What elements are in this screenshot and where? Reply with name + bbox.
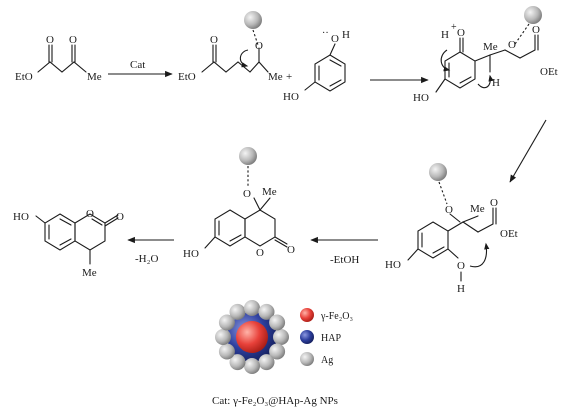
int2-ho: HO bbox=[413, 92, 429, 104]
lone-pair: ·· bbox=[322, 28, 329, 39]
legend-ag-swatch bbox=[300, 352, 314, 366]
int3-oet: OEt bbox=[500, 228, 518, 240]
int2-plus: + bbox=[451, 22, 457, 33]
intermediate-4: O Me O O HO bbox=[183, 147, 295, 260]
step-etoh-arrow: -EtOH bbox=[310, 236, 378, 266]
ag-sphere bbox=[244, 358, 260, 374]
ag-sphere bbox=[244, 300, 260, 316]
legend-ag-label: Ag bbox=[321, 355, 333, 366]
product-ho: HO bbox=[13, 211, 29, 223]
complex-o-1: O bbox=[210, 34, 218, 46]
complex-o-2: O bbox=[255, 40, 263, 52]
int2-o: O bbox=[457, 27, 465, 39]
ag-nanoparticle-4 bbox=[239, 147, 257, 165]
resorcinol-ho-label: HO bbox=[283, 91, 299, 103]
resorcinol: O H ·· HO bbox=[283, 28, 350, 103]
int2-h-plus-h: H bbox=[441, 29, 449, 41]
product-carbonyl-o: O bbox=[116, 211, 124, 223]
step-etoh-label: -EtOH bbox=[330, 254, 359, 266]
ag-sphere bbox=[269, 343, 286, 360]
int4-ether-o: O bbox=[243, 188, 251, 200]
step3-arrow bbox=[509, 119, 547, 183]
int2-h: H bbox=[492, 77, 500, 89]
int4-carbonyl-o: O bbox=[287, 244, 295, 256]
reactant-me-label: Me bbox=[87, 71, 102, 83]
complex-me-label: Me bbox=[268, 71, 283, 83]
ag-sphere bbox=[258, 354, 275, 371]
int4-me: Me bbox=[262, 186, 277, 198]
int4-ring-o: O bbox=[256, 247, 264, 259]
product-me: Me bbox=[82, 267, 97, 279]
int3-oh-o: O bbox=[457, 260, 465, 272]
legend-hap-label: HAP bbox=[321, 333, 341, 344]
legend-hap-swatch bbox=[300, 330, 314, 344]
carbonyl-o-1: O bbox=[46, 34, 54, 46]
int2-me: Me bbox=[483, 41, 498, 53]
resorcinol-oh-o: O bbox=[331, 33, 339, 45]
ag-nanoparticle-2 bbox=[524, 6, 542, 24]
int3-me: Me bbox=[470, 203, 485, 215]
step1-arrow-label: Cat bbox=[130, 59, 145, 71]
ag-shell bbox=[215, 300, 289, 374]
step-h2o-label: -H₂O bbox=[135, 253, 158, 265]
int3-ether-o: O bbox=[445, 204, 453, 216]
complex-eto-label: EtO bbox=[178, 71, 196, 83]
legend-fe2o3-swatch bbox=[300, 308, 314, 322]
product-coumarin: O O Me HO bbox=[13, 208, 124, 279]
legend-fe2o3-label: γ-Fe₂O₃ bbox=[320, 311, 353, 322]
ag-sphere bbox=[258, 303, 275, 320]
ethyl-acetoacetate: O O EtO Me bbox=[15, 34, 102, 83]
step1-arrow: Cat bbox=[108, 59, 173, 78]
catalyst-caption: Cat: γ-Fe₂O₃@HAp-Ag NPs bbox=[212, 395, 338, 407]
int2-ether-o: O bbox=[508, 39, 516, 51]
int2-ester-o: O bbox=[532, 24, 540, 36]
legend: γ-Fe₂O₃ HAP Ag bbox=[300, 308, 353, 366]
catalyst-nanoparticle bbox=[215, 300, 289, 374]
fe2o3-core bbox=[236, 321, 268, 353]
ag-sphere bbox=[218, 314, 235, 331]
plus-sign: + bbox=[286, 71, 292, 83]
intermediate-2: O H + O O Me OEt HO H bbox=[413, 6, 558, 104]
step-h2o-arrow: -H₂O bbox=[127, 236, 174, 265]
ag-sphere bbox=[229, 303, 246, 320]
int2-oet: OEt bbox=[540, 66, 558, 78]
ag-sphere bbox=[269, 314, 286, 331]
ag-sphere bbox=[218, 343, 235, 360]
ag-nanoparticle-3 bbox=[429, 163, 447, 181]
reactant-eto-label: EtO bbox=[15, 71, 33, 83]
activated-complex: O O EtO Me bbox=[178, 11, 283, 83]
carbonyl-o-2: O bbox=[69, 34, 77, 46]
product-ring-o: O bbox=[86, 208, 94, 220]
int3-ho: HO bbox=[385, 259, 401, 271]
ag-sphere bbox=[215, 329, 231, 345]
ag-sphere bbox=[229, 354, 246, 371]
int3-h: H bbox=[457, 283, 465, 295]
resorcinol-oh-h: H bbox=[342, 29, 350, 41]
int4-ho: HO bbox=[183, 248, 199, 260]
ag-nanoparticle bbox=[244, 11, 262, 29]
intermediate-3: O Me O OEt HO O H bbox=[385, 163, 518, 295]
ag-sphere bbox=[273, 329, 289, 345]
int3-ester-o: O bbox=[490, 197, 498, 209]
